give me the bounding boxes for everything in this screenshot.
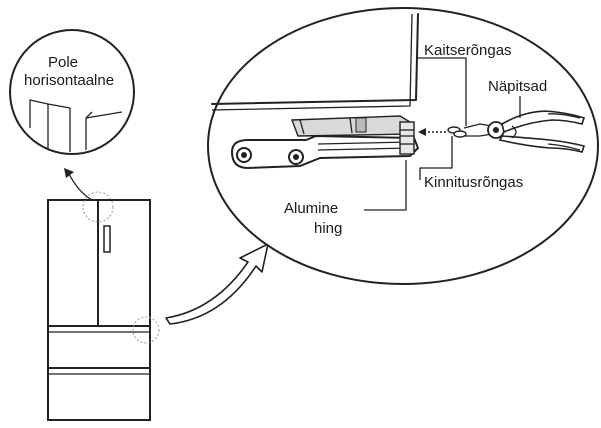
pliers-icon [463, 110, 586, 153]
label-retaining-ring: Kinnitusrõngas [424, 174, 524, 191]
label-not-horizontal-2: horisontaalne [24, 72, 115, 89]
leader-lines [364, 57, 521, 211]
label-lower-hinge-2: hing [314, 220, 343, 237]
fridge-illustration [47, 191, 160, 421]
arrow-to-top-circle [64, 168, 93, 201]
label-not-horizontal-1: Pole [48, 54, 79, 71]
label-pliers: Näpitsad [488, 78, 548, 95]
zoom-circle-top [9, 29, 135, 155]
label-protective-ring: Kaitserõngas [424, 42, 512, 59]
label-lower-hinge-1: Alumine [284, 200, 339, 217]
hinge-detail-oval [207, 7, 599, 285]
callout-arrow [165, 243, 269, 325]
